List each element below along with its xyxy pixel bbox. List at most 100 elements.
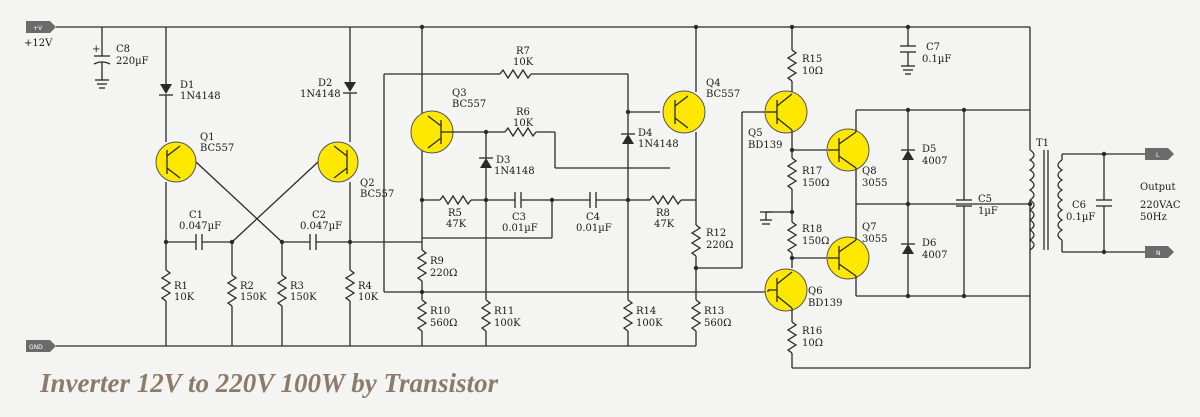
diagram-title: Inverter 12V to 220V 100W by Transistor — [39, 368, 499, 398]
svg-text:10K: 10K — [358, 292, 379, 303]
svg-text:R1: R1 — [174, 281, 188, 292]
resistor-r7: R7 10K — [383, 46, 628, 292]
svg-text:1N4148: 1N4148 — [638, 139, 679, 150]
transistor-q5: Q5 BD139 — [748, 90, 808, 151]
svg-text:0.01µF: 0.01µF — [576, 223, 612, 234]
svg-text:C7: C7 — [926, 42, 940, 53]
diode-d2: D2 1N4148 — [300, 27, 357, 142]
svg-text:C8: C8 — [116, 44, 130, 55]
svg-text:R13: R13 — [704, 306, 724, 317]
svg-text:Q4: Q4 — [706, 78, 721, 89]
pos-rail-label: +12V — [24, 38, 53, 49]
capacitor-c4: C4 0.01µF — [576, 192, 650, 234]
svg-text:BC557: BC557 — [452, 99, 486, 110]
svg-text:C2: C2 — [312, 210, 326, 221]
svg-text:220Ω: 220Ω — [430, 268, 457, 279]
output-voltage: 220VAC — [1140, 200, 1181, 211]
output-n-tag: N — [1145, 246, 1174, 258]
svg-text:47K: 47K — [446, 219, 467, 230]
svg-text:R2: R2 — [240, 281, 254, 292]
svg-text:0.01µF: 0.01µF — [502, 223, 538, 234]
transistor-q4: Q4 BC557 — [662, 24, 740, 225]
svg-text:10K: 10K — [513, 57, 534, 68]
svg-text:BC557: BC557 — [200, 143, 234, 154]
capacitor-c1: C1 0.047µF — [163, 210, 235, 250]
capacitor-c8: + C8 220µF — [92, 27, 149, 89]
svg-text:Q8: Q8 — [862, 166, 877, 177]
svg-text:R12: R12 — [706, 228, 726, 239]
svg-text:150Ω: 150Ω — [802, 236, 829, 247]
svg-text:D2: D2 — [318, 78, 332, 89]
svg-text:560Ω: 560Ω — [430, 318, 457, 329]
capacitor-c5: C5 1µF — [956, 107, 998, 299]
svg-text:C3: C3 — [512, 212, 526, 223]
capacitor-c7: C7 0.1µF — [900, 24, 951, 75]
svg-text:R10: R10 — [430, 306, 450, 317]
svg-text:R15: R15 — [802, 54, 822, 65]
svg-text:GND: GND — [29, 344, 43, 351]
svg-text:N: N — [1156, 250, 1161, 257]
resistor-r13: R13 560Ω — [690, 268, 731, 346]
svg-text:Q2: Q2 — [360, 178, 375, 189]
capacitor-c2: C2 0.047µF — [279, 210, 353, 250]
svg-text:BD139: BD139 — [808, 298, 842, 309]
resistor-r6: R6 10K — [483, 107, 670, 169]
svg-text:1N4148: 1N4148 — [300, 89, 341, 100]
svg-text:4007: 4007 — [922, 156, 947, 167]
transistor-q2: Q2 BC557 — [317, 141, 394, 200]
svg-text:Q7: Q7 — [862, 222, 877, 233]
svg-text:1N4148: 1N4148 — [494, 166, 535, 177]
resistor-r10: R10 560Ω — [416, 299, 457, 346]
svg-text:220µF: 220µF — [116, 56, 149, 67]
svg-text:220Ω: 220Ω — [706, 240, 733, 251]
svg-text:Q6: Q6 — [808, 286, 823, 297]
diode-d5: D5 4007 — [901, 107, 947, 207]
svg-text:R18: R18 — [802, 224, 822, 235]
svg-text:100K: 100K — [494, 318, 521, 329]
svg-text:10Ω: 10Ω — [802, 66, 823, 77]
svg-text:R11: R11 — [494, 306, 514, 317]
svg-text:Q1: Q1 — [200, 132, 215, 143]
svg-text:10K: 10K — [174, 292, 195, 303]
svg-text:C5: C5 — [978, 194, 992, 205]
svg-text:3055: 3055 — [862, 178, 887, 189]
svg-text:0.1µF: 0.1µF — [922, 54, 951, 65]
cross-wire-b — [231, 161, 319, 243]
svg-text:3055: 3055 — [862, 234, 887, 245]
svg-text:C1: C1 — [189, 210, 203, 221]
svg-text:T1: T1 — [1036, 138, 1049, 149]
svg-text:100K: 100K — [636, 318, 663, 329]
svg-text:R17: R17 — [802, 166, 822, 177]
svg-text:R16: R16 — [802, 326, 822, 337]
transistor-q1: Q1 BC557 — [155, 132, 234, 183]
svg-text:0.047µF: 0.047µF — [300, 221, 342, 232]
transistor-q6: Q6 BD139 — [764, 268, 842, 312]
svg-text:R14: R14 — [636, 306, 656, 317]
svg-text:C6: C6 — [1072, 200, 1086, 211]
resistor-r14: R14 100K — [622, 299, 663, 346]
resistor-r16: R16 10Ω — [786, 308, 1030, 369]
transistor-q8: Q8 3055 — [826, 128, 887, 189]
svg-text:10Ω: 10Ω — [802, 338, 823, 349]
svg-text:R4: R4 — [358, 281, 372, 292]
svg-text:R6: R6 — [516, 107, 530, 118]
svg-text:D1: D1 — [180, 80, 194, 91]
svg-text:R3: R3 — [290, 281, 304, 292]
resistor-r11: R11 100K — [480, 299, 521, 346]
resistor-r1: R1 10K — [160, 269, 195, 346]
svg-text:R7: R7 — [516, 46, 530, 57]
svg-text:Q3: Q3 — [452, 88, 467, 99]
svg-text:10K: 10K — [513, 118, 534, 129]
diode-d6: D6 4007 — [901, 204, 947, 299]
capacitor-c3: C3 0.01µF — [502, 192, 590, 234]
resistor-r12: R12 220Ω — [690, 224, 742, 271]
diode-d1: D1 1N4148 — [159, 27, 221, 142]
resistor-r15: R15 10Ω — [786, 24, 823, 92]
resistor-r4: R4 10K — [344, 269, 379, 346]
resistor-r2: R2 150K — [226, 242, 267, 346]
transistor-q7: Q7 3055 — [826, 222, 887, 280]
svg-text:BC557: BC557 — [706, 89, 740, 100]
svg-text:0.1µF: 0.1µF — [1066, 212, 1095, 223]
